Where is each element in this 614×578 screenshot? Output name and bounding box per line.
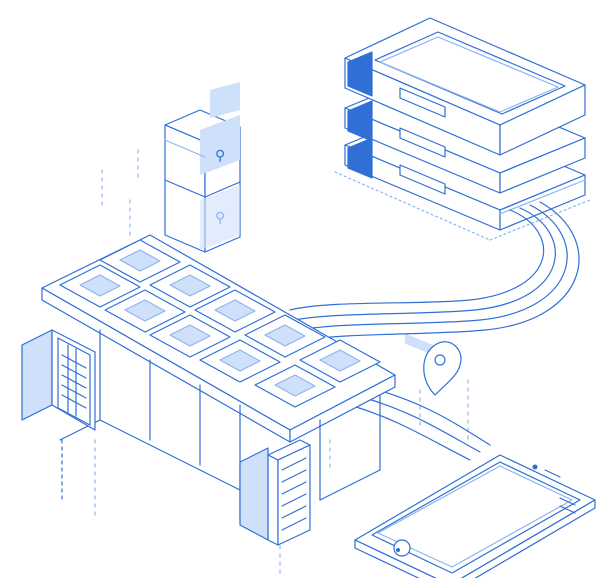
- background-dashes: [94, 149, 469, 576]
- location-pin-icon: [423, 341, 462, 396]
- smartphone-icon: [354, 454, 596, 578]
- server-stack-icon: [334, 17, 591, 360]
- home-button-icon: [393, 539, 411, 557]
- tower-glyph-top: ⚲: [215, 148, 225, 164]
- office-building-icon: [21, 329, 96, 501]
- server-unit-top: [344, 17, 586, 156]
- solar-panel-grid-icon: [41, 234, 396, 443]
- network-cables: [289, 201, 580, 461]
- storage-tower-icon: ⚲ ⚲: [164, 82, 241, 253]
- data-cabinet-icon: [239, 439, 311, 546]
